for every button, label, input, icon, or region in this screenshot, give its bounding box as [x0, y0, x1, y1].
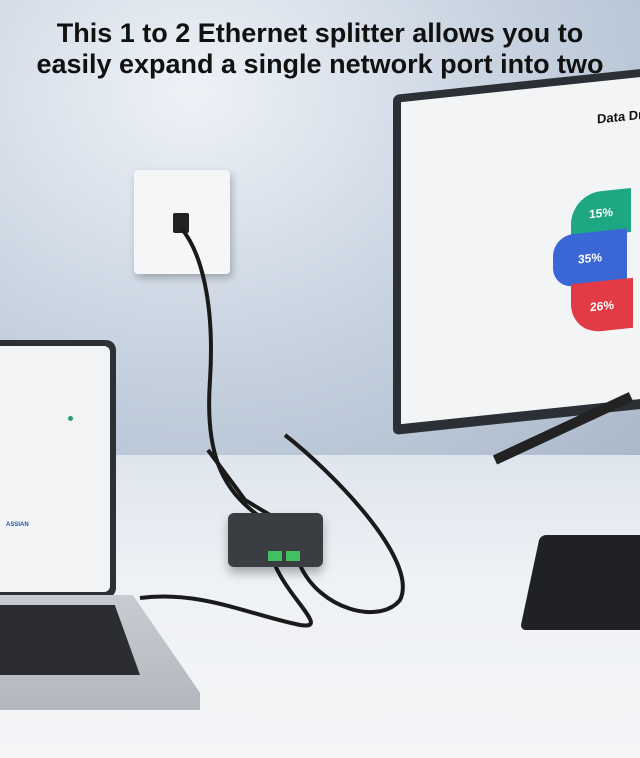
- laptop: ASSIAN: [0, 340, 116, 598]
- ethernet-splitter: [228, 513, 323, 567]
- splitter-port: [286, 551, 300, 561]
- laptop-brand-text: ASSIAN: [6, 522, 29, 528]
- laptop-screen: ASSIAN: [0, 346, 110, 592]
- headline: This 1 to 2 Ethernet splitter allows you…: [36, 18, 604, 79]
- splitter-port: [268, 551, 282, 561]
- ethernet-plug: [173, 213, 189, 233]
- laptop-keyboard: [0, 605, 140, 675]
- desktop-keyboard: [519, 535, 640, 630]
- status-dot: [68, 416, 73, 421]
